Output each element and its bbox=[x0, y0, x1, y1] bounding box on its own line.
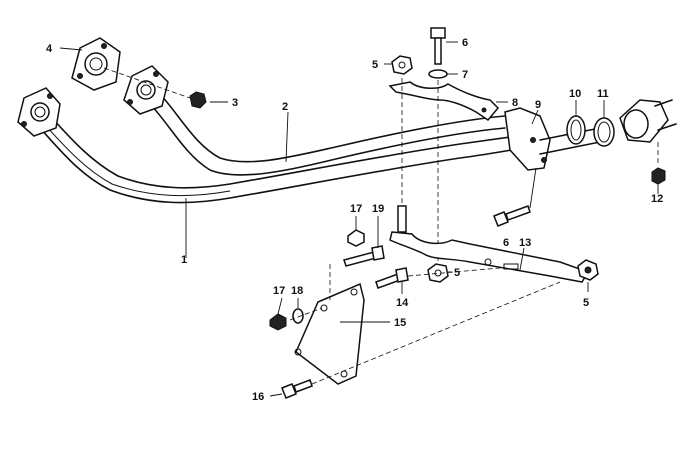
nut-5-right bbox=[577, 259, 599, 281]
front-pipe-2 bbox=[123, 65, 506, 176]
callout-5-right: 5 bbox=[583, 297, 589, 309]
bolt-14 bbox=[375, 267, 409, 289]
gasket-4 bbox=[71, 37, 121, 91]
bolt-6-lower bbox=[493, 167, 537, 227]
nut-5-top bbox=[391, 55, 413, 75]
ring-11 bbox=[593, 117, 615, 147]
callout-16: 16 bbox=[252, 391, 264, 403]
callout-5-top: 5 bbox=[372, 59, 378, 71]
callout-14: 14 bbox=[396, 297, 409, 309]
callout-4: 4 bbox=[46, 43, 53, 55]
callout-12: 12 bbox=[651, 193, 663, 205]
washer-7 bbox=[428, 69, 448, 79]
callout-11: 11 bbox=[597, 88, 609, 100]
front-pipe-1 bbox=[17, 87, 526, 204]
upper-clamp-8 bbox=[388, 81, 500, 121]
callout-10: 10 bbox=[569, 88, 581, 100]
bolt-6-top bbox=[430, 27, 446, 65]
bracket-15 bbox=[294, 282, 365, 385]
nut-3 bbox=[103, 67, 207, 109]
callout-7: 7 bbox=[462, 69, 468, 81]
nut-12 bbox=[651, 142, 666, 185]
nut-17-left bbox=[269, 313, 287, 331]
bolt-19 bbox=[343, 245, 385, 267]
callout-2: 2 bbox=[282, 101, 288, 113]
ring-10 bbox=[566, 115, 586, 145]
nut-17-top bbox=[347, 229, 365, 247]
lower-clamp bbox=[389, 205, 590, 283]
pipe-joint-9 bbox=[504, 107, 601, 171]
callout-9: 9 bbox=[535, 99, 541, 111]
callout-19: 19 bbox=[372, 203, 384, 215]
leader-lines bbox=[59, 41, 659, 397]
callout-15: 15 bbox=[394, 317, 406, 329]
callout-6-top: 6 bbox=[462, 37, 468, 49]
callout-17-top: 17 bbox=[350, 203, 362, 215]
washer-18 bbox=[292, 308, 304, 324]
callout-3: 3 bbox=[232, 97, 238, 109]
callout-6-lower: 6 bbox=[503, 237, 509, 249]
callout-8: 8 bbox=[512, 97, 518, 109]
callout-17-left: 17 bbox=[273, 285, 285, 297]
rear-flange-pipe bbox=[619, 99, 677, 143]
bolt-16 bbox=[281, 379, 313, 399]
callout-18: 18 bbox=[291, 285, 303, 297]
nut-5-bottom bbox=[427, 263, 449, 283]
callout-5-bottom: 5 bbox=[454, 267, 460, 279]
callout-1: 1 bbox=[181, 254, 187, 266]
callout-13: 13 bbox=[519, 237, 531, 249]
